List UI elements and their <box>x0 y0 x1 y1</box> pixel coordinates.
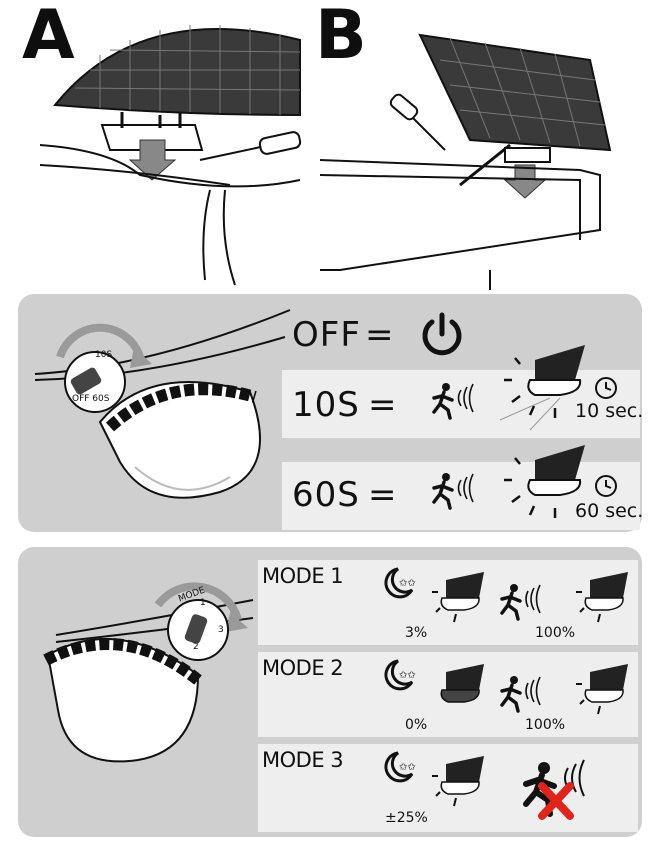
dial-label-10s: 10S <box>95 350 113 360</box>
no-motion-icon <box>523 759 585 820</box>
dial-label-mode-1: 1 <box>200 598 206 608</box>
timer-dial-illustration <box>34 309 291 499</box>
timer-row-60s-label: 60S <box>292 475 360 515</box>
running-person-icon <box>432 383 474 420</box>
timer-row-60s-caption: 60 sec. <box>575 500 644 522</box>
running-person-icon <box>500 584 541 621</box>
mode-2-label: MODE 2 <box>262 656 344 680</box>
svg-text:✩✩: ✩✩ <box>399 578 416 589</box>
timer-row-10s-eq: = <box>368 385 398 425</box>
timer-row-10s-label: 10S <box>292 385 360 425</box>
mode-2-motion-brightness: 100% <box>525 717 566 733</box>
timer-icon <box>595 475 617 497</box>
running-person-icon <box>500 676 541 713</box>
timer-row-10s-caption: 10 sec. <box>575 400 644 422</box>
step-a-illustration <box>39 25 302 286</box>
solar-lamp-icon <box>576 664 628 715</box>
solar-lamp-icon <box>499 345 585 431</box>
solar-lamp-icon <box>504 445 585 518</box>
moon-stars-icon: ✩✩ <box>384 659 416 691</box>
solar-lamp-off-icon <box>440 664 484 703</box>
timer-icon <box>595 377 617 399</box>
timer-row-60s-eq: = <box>368 475 398 515</box>
mode-1-night-brightness: 3% <box>405 625 428 641</box>
mode-1-motion-brightness: 100% <box>535 625 576 641</box>
step-b-illustration <box>319 33 612 290</box>
mode-dial-illustration <box>43 582 254 763</box>
mode-2-night-brightness: 0% <box>405 717 428 733</box>
solar-lamp-icon <box>432 756 484 807</box>
power-icon <box>422 312 462 356</box>
solar-lamp-icon <box>432 572 484 623</box>
step-b-label: B <box>315 0 367 75</box>
dial-label-mode-2: 2 <box>193 642 199 652</box>
svg-text:✩✩: ✩✩ <box>399 670 416 681</box>
timer-row-off-eq: = <box>365 315 395 355</box>
moon-stars-icon: ✩✩ <box>384 751 416 783</box>
step-a-label: A <box>22 0 75 75</box>
solar-lamp-icon <box>576 572 628 623</box>
moon-stars-icon: ✩✩ <box>384 567 416 599</box>
dial-label-off-60s: OFF 60S <box>72 394 110 404</box>
svg-text:✩✩: ✩✩ <box>399 762 416 773</box>
dial-label-mode-3: 3 <box>218 625 224 635</box>
mode-3-label: MODE 3 <box>262 748 344 772</box>
mode-3-night-brightness: ±25% <box>385 810 428 826</box>
running-person-icon <box>432 473 474 510</box>
mode-1-label: MODE 1 <box>262 564 344 588</box>
timer-row-off-label: OFF <box>292 315 361 355</box>
